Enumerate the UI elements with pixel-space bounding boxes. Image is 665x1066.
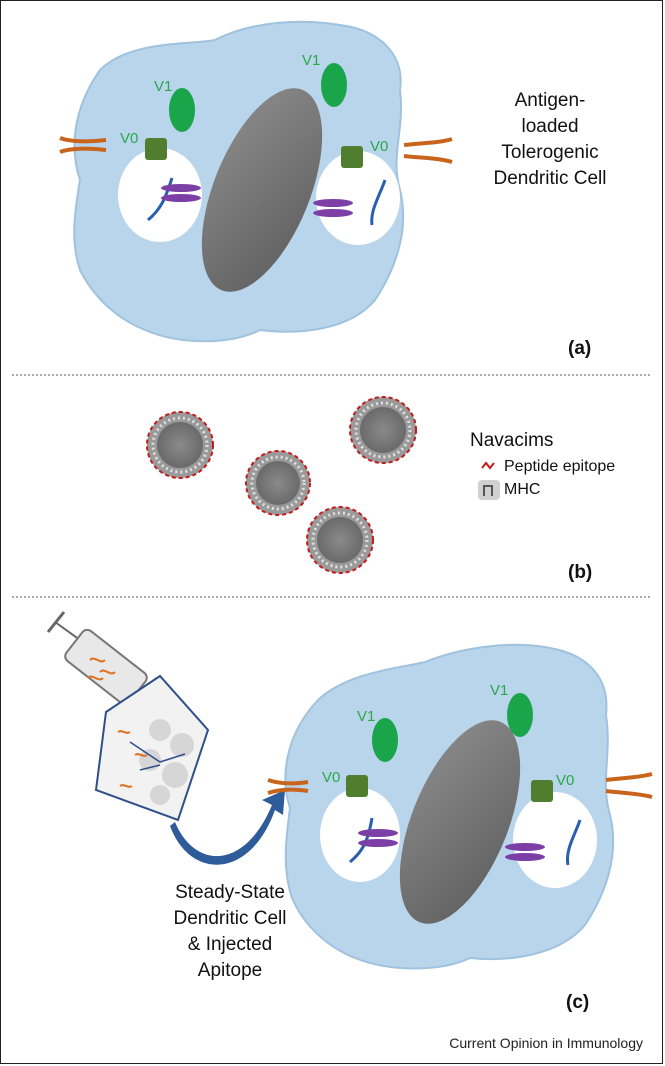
v0-marker-left bbox=[346, 775, 368, 797]
panel-a-letter: (a) bbox=[568, 338, 592, 359]
v1-label: V1 bbox=[154, 78, 173, 95]
legend-mhc-icon bbox=[478, 480, 500, 500]
panel-c-letter: (c) bbox=[566, 992, 590, 1013]
v1-marker-right bbox=[321, 63, 347, 107]
legend-mhc-label: MHC bbox=[504, 481, 541, 498]
journal-credit: Current Opinion in Immunology bbox=[449, 1035, 643, 1051]
v0-label: V0 bbox=[322, 769, 341, 786]
panel-a-title-line: loaded bbox=[521, 116, 579, 137]
v0-label: V0 bbox=[120, 130, 139, 147]
nucleus bbox=[399, 720, 521, 924]
dendritic-cell-a bbox=[59, 20, 453, 343]
navacim-particles bbox=[146, 396, 417, 574]
v0-marker-right bbox=[531, 780, 553, 802]
v0-label: V0 bbox=[370, 138, 389, 155]
receptor-left-icon bbox=[267, 778, 309, 795]
v1-label: V1 bbox=[302, 52, 321, 69]
receptor-left-icon bbox=[59, 136, 107, 154]
mhc-peptide-right bbox=[505, 819, 582, 866]
panel-a-title-line: Dendritic Cell bbox=[493, 168, 607, 189]
panel-a-title: Antigen- loaded Tolerogenic Dendritic Ce… bbox=[470, 88, 630, 192]
mhc-peptide-right bbox=[313, 179, 387, 226]
dendritic-cell-c bbox=[267, 643, 653, 970]
vesicle-right bbox=[513, 792, 597, 888]
v0-marker-right bbox=[341, 146, 363, 168]
navacim-particle bbox=[349, 396, 417, 464]
mhc-peptide-left bbox=[147, 177, 201, 222]
vesicle-left bbox=[118, 148, 202, 242]
panel-a-title-line: Tolerogenic bbox=[501, 142, 599, 163]
panel-c-title-line: Apitope bbox=[197, 960, 263, 981]
vesicle-right bbox=[316, 151, 400, 245]
receptor-right-icon bbox=[403, 137, 453, 164]
v1-label: V1 bbox=[357, 708, 376, 725]
vesicle-left bbox=[320, 788, 400, 882]
panel-c-title-line: & Injected bbox=[187, 934, 273, 955]
navacim-particle bbox=[245, 450, 311, 516]
panel-c-title-line: Steady-State bbox=[175, 882, 285, 903]
legend-peptide-icon bbox=[481, 461, 495, 470]
mhc-peptide-left bbox=[349, 817, 398, 864]
v1-marker-left bbox=[169, 88, 195, 132]
v1-marker-left bbox=[372, 718, 398, 762]
panel-c-title: Steady-State Dendritic Cell & Injected A… bbox=[150, 880, 310, 984]
tissue-block bbox=[94, 674, 210, 822]
navacim-particle bbox=[306, 506, 374, 574]
legend-peptide-label: Peptide epitope bbox=[504, 458, 616, 475]
panel-b-letter: (b) bbox=[568, 562, 593, 583]
v0-marker-left bbox=[145, 138, 167, 160]
panel-b-title: Navacims bbox=[470, 430, 554, 451]
nucleus bbox=[201, 88, 323, 292]
receptor-right-icon bbox=[605, 772, 653, 799]
v0-label: V0 bbox=[556, 772, 575, 789]
injection-arrow-icon bbox=[170, 790, 285, 865]
panel-a-title-line: Antigen- bbox=[514, 90, 586, 111]
navacim-particle bbox=[146, 411, 214, 479]
v1-marker-right bbox=[507, 693, 533, 737]
v1-label: V1 bbox=[490, 682, 509, 699]
panel-c-title-line: Dendritic Cell bbox=[173, 908, 287, 929]
